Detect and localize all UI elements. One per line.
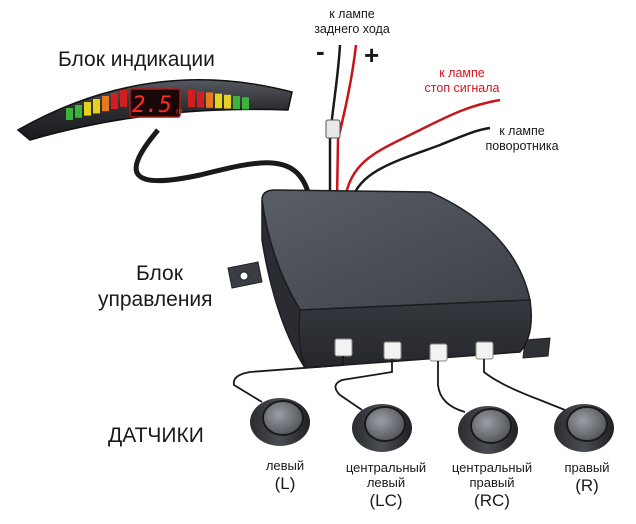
sensors-title: ДАТЧИКИ	[108, 424, 204, 447]
fuse-holder	[325, 119, 341, 139]
indicator-bar	[120, 90, 127, 107]
indicator-bars-left	[66, 90, 127, 120]
minus-symbol: -	[316, 36, 325, 66]
sensor-l-line1: левый	[265, 458, 305, 473]
sensor-rc-line2: правый	[469, 475, 515, 490]
indicator-bar	[206, 92, 213, 108]
control-unit-top	[261, 189, 531, 311]
sensor-l-code: (L)	[274, 474, 296, 493]
turn-lamp-line2: поворотника	[485, 139, 559, 153]
sensor-label-l: левый (L)	[250, 458, 320, 495]
sensor-rc-line1: центральный	[451, 460, 533, 475]
indicator-bar	[66, 108, 73, 120]
sensor-lc	[352, 404, 412, 452]
turn-lamp-line1: к лампе	[499, 124, 545, 138]
sensor-label-r: правый (R)	[552, 460, 622, 497]
sensor-r-line1: правый	[564, 460, 610, 475]
brake-lamp-line1: к лампе	[439, 66, 485, 80]
brake-wire	[343, 98, 501, 201]
sensor-label-lc: центральный левый (LC)	[336, 460, 436, 512]
sensor-lc-line1: центральный	[345, 460, 427, 475]
port-r	[475, 341, 494, 360]
display-readout-box	[129, 88, 181, 118]
control-unit-title-line2: управления	[98, 288, 213, 311]
indicator-bar	[188, 90, 195, 107]
sensor-rc-code: (RC)	[474, 491, 510, 510]
indicator-bar	[197, 91, 204, 108]
control-unit-title-line1: Блок	[136, 262, 183, 285]
indicator-bar	[75, 105, 82, 118]
turn-lamp-label: к лампе поворотника	[472, 124, 572, 154]
reverse-lamp-line2: заднего хода	[314, 22, 390, 36]
sensor-r-code: (R)	[575, 476, 599, 495]
sensor-lc-code: (LC)	[369, 491, 403, 510]
display-unit: 2.5 m	[16, 79, 293, 141]
brake-lamp-line2: стоп сигнала	[424, 81, 500, 95]
control-unit-side	[261, 199, 306, 369]
control-unit-front	[298, 299, 532, 369]
indicator-bar	[93, 99, 100, 114]
display-cable	[133, 128, 313, 201]
control-unit-tab-right	[522, 337, 551, 359]
display-unit-title: Блок индикации	[58, 48, 215, 71]
sensor-wire-r	[483, 359, 566, 411]
indicator-bar	[215, 93, 222, 109]
indicator-bar	[224, 94, 231, 109]
sensor-r	[554, 404, 614, 452]
sensor-l	[250, 398, 310, 446]
control-unit	[227, 189, 551, 369]
reverse-lamp-line1: к лампе	[329, 7, 375, 21]
sensor-lc-line2: левый	[366, 475, 406, 490]
display-readout: 2.5	[132, 93, 172, 118]
indicator-bar	[242, 97, 249, 110]
plus-symbol: +	[364, 40, 380, 70]
turn-wire	[350, 126, 491, 201]
display-unit-symbol: m	[176, 107, 183, 116]
indicator-bars-right	[188, 90, 249, 110]
sensor-wire-lc	[334, 359, 393, 411]
indicator-bar	[84, 102, 91, 116]
port-lc	[383, 341, 402, 360]
indicator-bar	[102, 96, 109, 112]
sensor-label-rc: центральный правый (RC)	[442, 460, 542, 512]
indicator-bar	[233, 96, 240, 109]
sensor-rc	[458, 406, 518, 454]
port-l	[334, 338, 353, 357]
sensor-wire-l	[232, 356, 344, 403]
brake-lamp-label: к лампе стоп сигнала	[412, 66, 512, 96]
port-rc	[429, 343, 448, 362]
reverse-lamp-label: к лампе заднего хода	[302, 7, 402, 37]
indicator-bar	[111, 93, 118, 109]
sensor-wire-rc	[437, 361, 466, 413]
